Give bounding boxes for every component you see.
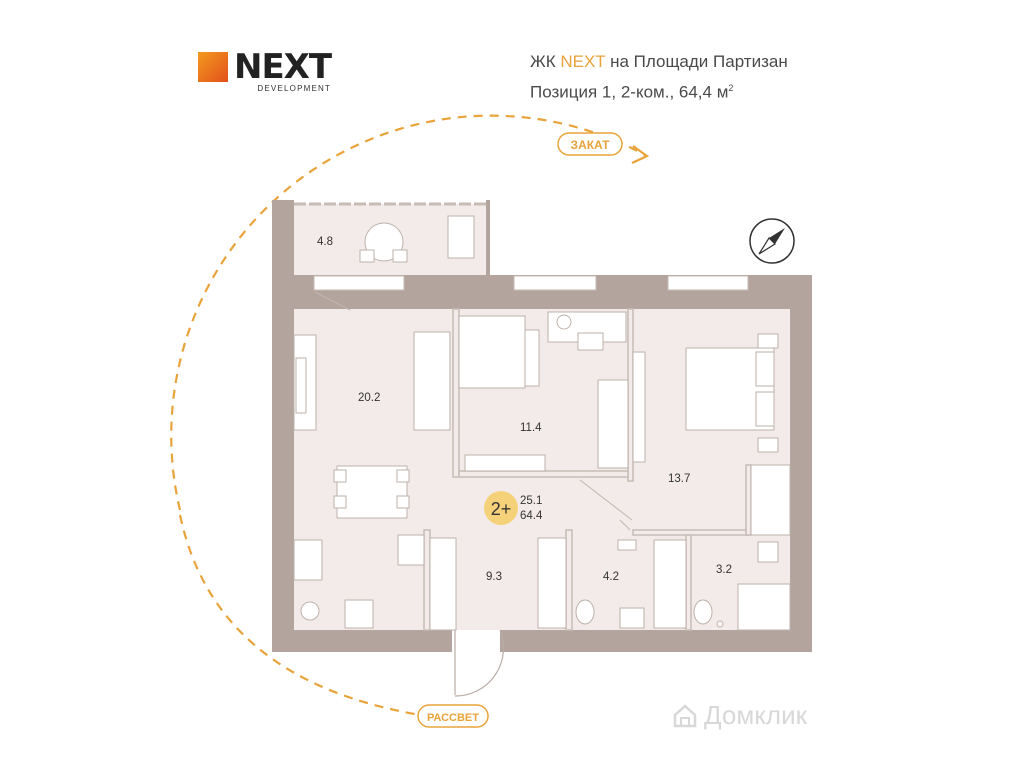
room-area-living: 20.2 — [358, 392, 380, 404]
sun-arrow-icon — [631, 145, 650, 164]
logo-name: NEXT — [234, 47, 332, 87]
room-area-bedroom-1: 11.4 — [520, 422, 542, 434]
room-area-bedroom-2: 13.7 — [668, 473, 690, 485]
project-title: ЖК NEXT на Площади Партизан — [530, 52, 788, 71]
logo-sub: DEVELOPMENT — [257, 84, 332, 93]
brand-logo: NEXT DEVELOPMENT — [198, 47, 332, 93]
room-area-balcony: 4.8 — [317, 236, 333, 248]
sunrise-label: РАССВЕТ — [417, 704, 489, 728]
logo-mark-icon — [198, 52, 228, 82]
room-area-bathroom: 4.2 — [603, 571, 619, 583]
sunset-label: ЗАКАТ — [557, 132, 623, 156]
compass-icon — [749, 218, 795, 264]
room-area-toilet: 3.2 — [716, 564, 732, 576]
watermark: Домклик — [672, 700, 807, 731]
svg-text:РАССВЕТ: РАССВЕТ — [427, 712, 479, 724]
summary-badge: 2+ — [484, 491, 518, 525]
project-name-accent: NEXT — [560, 52, 606, 71]
project-position: Позиция 1, 2-ком., 64,4 м2 — [530, 82, 734, 102]
sun-path-arc — [170, 114, 646, 511]
svg-text:ЗАКАТ: ЗАКАТ — [571, 138, 611, 152]
room-area-hallway: 9.3 — [486, 571, 502, 583]
summary-total-area: 64.4 — [520, 510, 543, 522]
summary-living-area: 25.1 — [520, 495, 542, 507]
watermark-text: Домклик — [704, 700, 807, 730]
svg-text:2+: 2+ — [491, 499, 512, 519]
project-header: ЖК NEXT на Площади Партизан Позиция 1, 2… — [530, 48, 788, 106]
home-icon — [673, 703, 697, 727]
